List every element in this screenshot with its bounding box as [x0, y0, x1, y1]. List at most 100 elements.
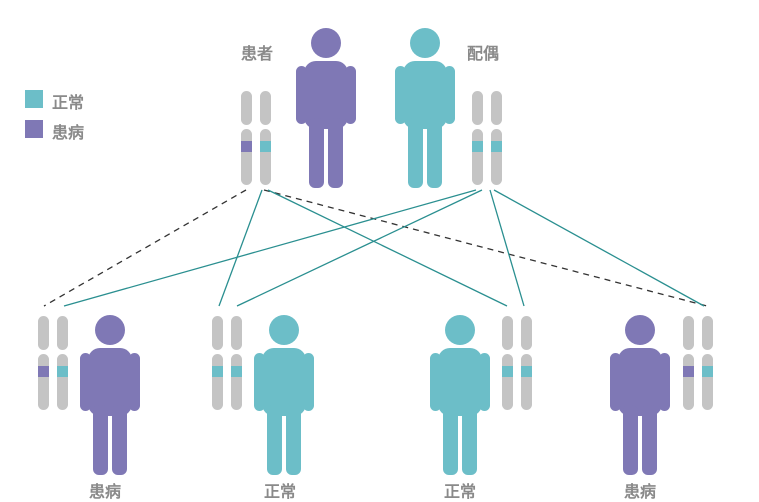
chromosome-pair-patient [241, 91, 271, 185]
chromosome-arm-upper [472, 91, 483, 125]
chromosome-arm-upper [683, 316, 694, 350]
chromosome-pair-child-1 [38, 316, 68, 410]
allele-band [683, 366, 694, 377]
left-arm-icon [80, 353, 91, 411]
chromosome-pair-child-3 [502, 316, 532, 410]
torso-icon [438, 348, 482, 416]
allele-band [472, 141, 483, 152]
allele-band [491, 141, 502, 152]
chromosome-arm-upper [57, 316, 68, 350]
right-arm-icon [129, 353, 140, 411]
chromosome-arm-upper [241, 91, 252, 125]
chromosome-arm-lower [521, 354, 532, 410]
person-child-1-icon [80, 315, 140, 475]
left-leg-icon [623, 405, 638, 475]
allele-band [57, 366, 68, 377]
child-label-1: 患病 [89, 482, 122, 501]
left-arm-icon [296, 66, 307, 124]
left-leg-icon [443, 405, 458, 475]
solid-line-5 [489, 189, 525, 307]
chromosome-group [38, 91, 713, 410]
right-leg-icon [112, 405, 127, 475]
chromosome-arm-lower [260, 129, 271, 185]
solid-line-3 [63, 189, 477, 307]
right-arm-icon [659, 353, 670, 411]
chromosome-arm-upper [521, 316, 532, 350]
chromosome-arm-lower [231, 354, 242, 410]
chromosome-arm-upper [38, 316, 49, 350]
chromosome-pair-child-4 [683, 316, 713, 410]
chromosome-arm-lower [212, 354, 223, 410]
person-child-3-icon [430, 315, 490, 475]
dashed-line-2 [263, 189, 708, 307]
solid-line-6 [493, 189, 705, 307]
head-icon [625, 315, 655, 345]
right-leg-icon [642, 405, 657, 475]
chromosome-arm-lower [38, 354, 49, 410]
head-icon [95, 315, 125, 345]
child-label-2: 正常 [264, 482, 297, 501]
allele-band [212, 366, 223, 377]
chromosome-arm-upper [260, 91, 271, 125]
person-spouse-icon [395, 28, 455, 188]
people-group [80, 28, 670, 475]
parent-label-patient: 患者 [241, 44, 274, 63]
chromosome-arm-lower [702, 354, 713, 410]
right-leg-icon [328, 118, 343, 188]
left-arm-icon [395, 66, 406, 124]
left-arm-icon [254, 353, 265, 411]
child-label-4: 患病 [624, 482, 657, 501]
allele-band [502, 366, 513, 377]
right-arm-icon [479, 353, 490, 411]
chromosome-pair-child-2 [212, 316, 242, 410]
chromosome-arm-upper [502, 316, 513, 350]
head-icon [269, 315, 299, 345]
head-icon [311, 28, 341, 58]
chromosome-arm-upper [231, 316, 242, 350]
allele-band [521, 366, 532, 377]
chromosome-arm-lower [241, 129, 252, 185]
torso-icon [618, 348, 662, 416]
allele-band [38, 366, 49, 377]
allele-band [702, 366, 713, 377]
chromosome-arm-lower [502, 354, 513, 410]
dashed-line-1 [43, 189, 247, 307]
torso-icon [88, 348, 132, 416]
head-icon [410, 28, 440, 58]
allele-band [260, 141, 271, 152]
right-leg-icon [462, 405, 477, 475]
child-label-3: 正常 [444, 482, 477, 501]
allele-band [241, 141, 252, 152]
solid-line-2 [267, 189, 508, 307]
legend-swatch-affected [25, 120, 43, 138]
right-arm-icon [345, 66, 356, 124]
allele-band [231, 366, 242, 377]
left-arm-icon [610, 353, 621, 411]
left-leg-icon [93, 405, 108, 475]
legend-label-normal: 正常 [52, 93, 85, 112]
chromosome-arm-lower [472, 129, 483, 185]
chromosome-arm-upper [212, 316, 223, 350]
inheritance-lines [43, 189, 708, 307]
person-patient-icon [296, 28, 356, 188]
torso-icon [304, 61, 348, 129]
right-arm-icon [444, 66, 455, 124]
torso-icon [403, 61, 447, 129]
parent-label-spouse: 配偶 [467, 44, 500, 63]
chromosome-arm-lower [683, 354, 694, 410]
left-leg-icon [267, 405, 282, 475]
solid-line-1 [218, 189, 263, 307]
chromosome-arm-lower [57, 354, 68, 410]
left-arm-icon [430, 353, 441, 411]
left-leg-icon [408, 118, 423, 188]
person-child-2-icon [254, 315, 314, 475]
chromosome-arm-upper [491, 91, 502, 125]
right-leg-icon [286, 405, 301, 475]
chromosome-pair-spouse [472, 91, 502, 185]
chromosome-arm-upper [702, 316, 713, 350]
torso-icon [262, 348, 306, 416]
legend-label-affected: 患病 [52, 123, 85, 142]
solid-line-4 [236, 189, 483, 307]
legend-swatch-normal [25, 90, 43, 108]
